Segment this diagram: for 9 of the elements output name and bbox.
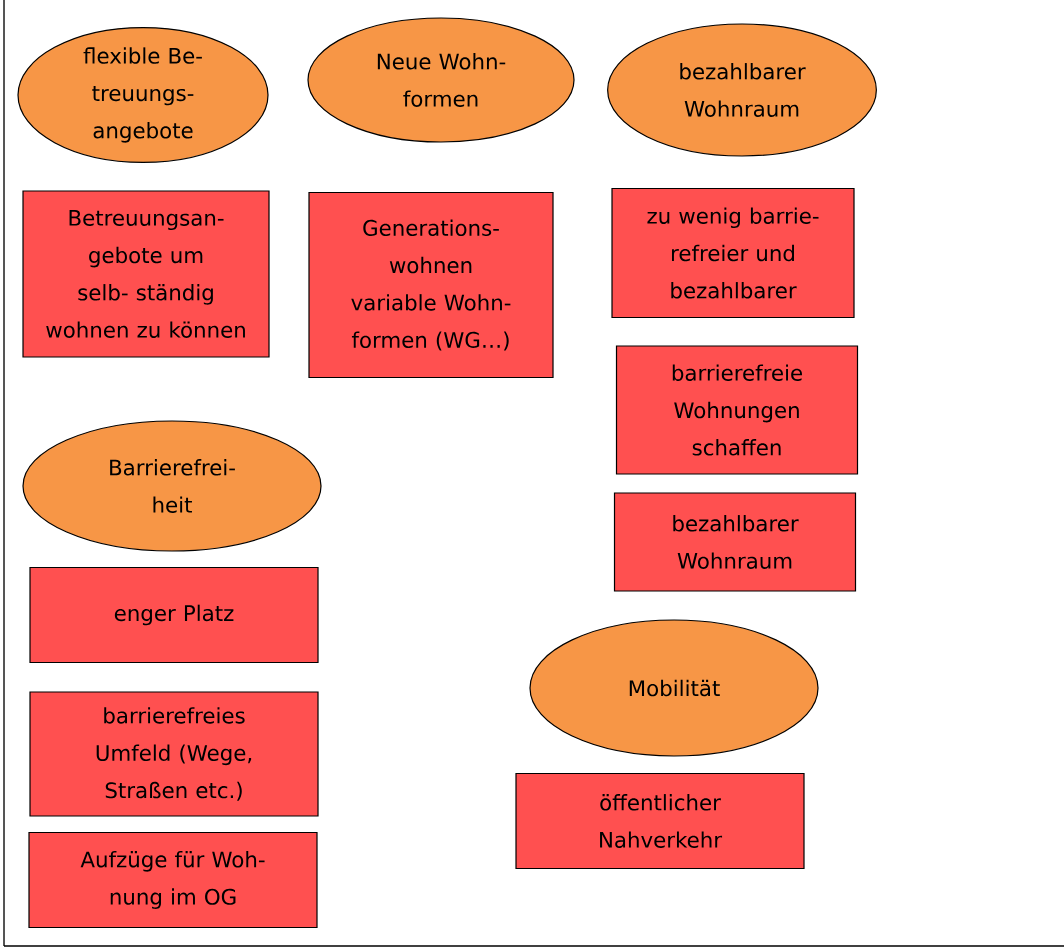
text-box: Betreuungsan- gebote um selb- ständig wohnen zu können (22, 190, 270, 358)
text-box: bezahlbarer Wohnraum (613, 492, 857, 592)
text-box: barrierefreie Wohnungen schaffen (615, 345, 859, 475)
text-box: Aufzüge für Woh- nung im OG (28, 831, 318, 929)
text-box: Generations- wohnen variable Wohn- formen (WG…) (308, 191, 554, 379)
text-box: öffentlicher Nahverkehr (515, 772, 805, 870)
text-box: barrierefreies Umfeld (Wege, Straßen etc.) (29, 691, 319, 817)
text-box: enger Platz (29, 566, 319, 664)
text-box: zu wenig barrie- refreier und bezahlbarer (611, 187, 855, 319)
